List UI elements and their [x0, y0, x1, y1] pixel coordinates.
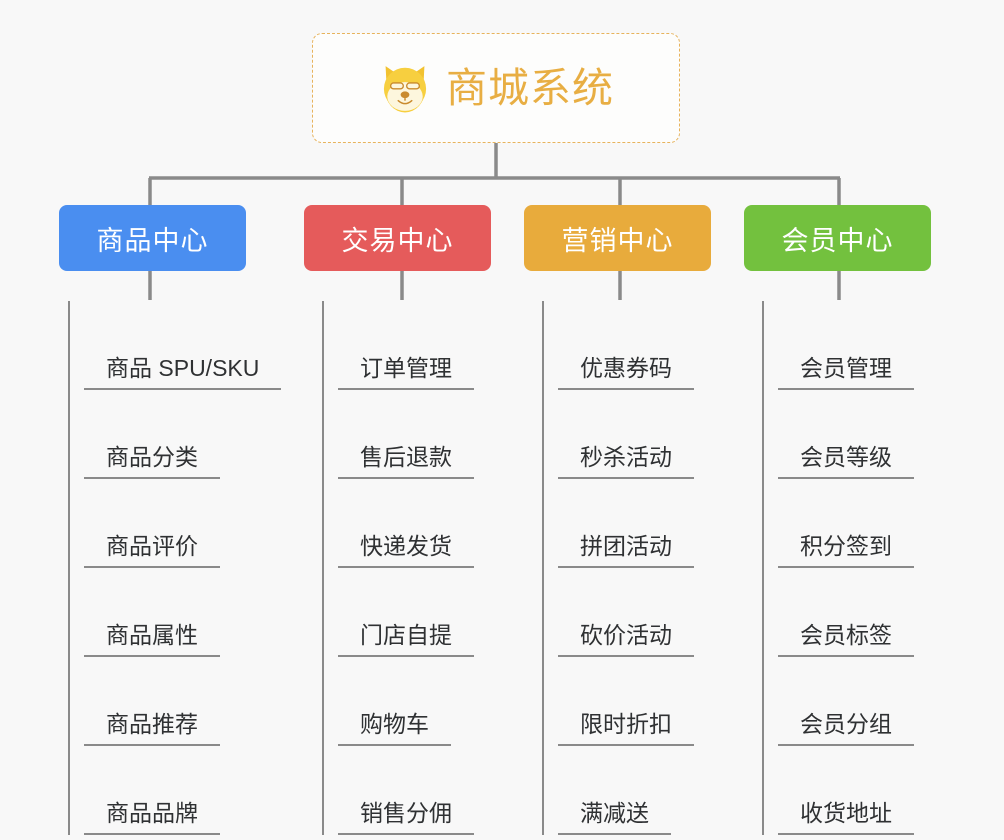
leaf-label: 订单管理 [338, 355, 474, 390]
leaf-label: 商品品牌 [84, 800, 220, 835]
leaf-label: 商品评价 [84, 533, 220, 568]
trunk-line [68, 301, 70, 835]
leaf-list-member: 会员管理 会员等级 积分签到 会员标签 会员分组 收货地址 [762, 301, 941, 835]
leaf-label: 优惠券码 [558, 355, 694, 390]
leaf-label: 购物车 [338, 711, 451, 746]
category-header-member[interactable]: 会员中心 [744, 205, 931, 271]
leaf-item[interactable]: 拼团活动 [544, 479, 721, 568]
branch-column-marketing: 营销中心 优惠券码 秒杀活动 拼团活动 砍价活动 限时折扣 满减送 [501, 205, 721, 835]
leaf-item[interactable]: 会员管理 [764, 301, 941, 390]
leaf-item[interactable]: 秒杀活动 [544, 390, 721, 479]
leaf-item[interactable]: 商品品牌 [70, 746, 261, 835]
trunk-line [762, 301, 764, 835]
leaf-label: 砍价活动 [558, 622, 694, 657]
leaf-label: 商品推荐 [84, 711, 220, 746]
category-label: 会员中心 [781, 225, 894, 256]
category-label: 交易中心 [341, 225, 454, 256]
leaf-label: 售后退款 [338, 444, 474, 479]
leaf-item[interactable]: 商品分类 [70, 390, 261, 479]
leaf-label: 销售分佣 [338, 800, 474, 835]
category-label: 营销中心 [561, 225, 674, 256]
leaf-label: 满减送 [558, 800, 671, 835]
leaf-item[interactable]: 商品 SPU/SKU [70, 301, 282, 390]
leaf-item[interactable]: 售后退款 [324, 390, 501, 479]
branch-column-member: 会员中心 会员管理 会员等级 积分签到 会员标签 会员分组 收货地址 [721, 205, 941, 835]
category-header-product[interactable]: 商品中心 [59, 205, 246, 271]
leaf-item[interactable]: 购物车 [324, 657, 501, 746]
leaf-label: 会员分组 [778, 711, 914, 746]
leaf-item[interactable]: 商品推荐 [70, 657, 261, 746]
leaf-label: 会员等级 [778, 444, 914, 479]
leaf-label: 积分签到 [778, 533, 914, 568]
leaf-item[interactable]: 门店自提 [324, 568, 501, 657]
category-header-trade[interactable]: 交易中心 [304, 205, 491, 271]
category-label: 商品中心 [96, 225, 209, 256]
branch-column-product: 商品中心 商品 SPU/SKU 商品分类 商品评价 商品属性 商品推荐 商品品牌 [41, 205, 282, 835]
leaf-item[interactable]: 收货地址 [764, 746, 941, 835]
leaf-list-trade: 订单管理 售后退款 快递发货 门店自提 购物车 销售分佣 [322, 301, 501, 835]
leaf-list-marketing: 优惠券码 秒杀活动 拼团活动 砍价活动 限时折扣 满减送 [542, 301, 721, 835]
category-header-marketing[interactable]: 营销中心 [524, 205, 711, 271]
dog-face-icon [383, 66, 427, 113]
trunk-line [542, 301, 544, 835]
leaf-item[interactable]: 快递发货 [324, 479, 501, 568]
leaf-item[interactable]: 满减送 [544, 746, 721, 835]
leaf-item[interactable]: 优惠券码 [544, 301, 721, 390]
root-title: 商城系统 [446, 64, 614, 111]
leaf-item[interactable]: 砍价活动 [544, 568, 721, 657]
leaf-label: 收货地址 [778, 800, 914, 835]
leaf-item[interactable]: 销售分佣 [324, 746, 501, 835]
leaf-item[interactable]: 积分签到 [764, 479, 941, 568]
leaf-label: 商品分类 [84, 444, 220, 479]
leaf-item[interactable]: 商品评价 [70, 479, 261, 568]
leaf-item[interactable]: 商品属性 [70, 568, 261, 657]
branch-column-trade: 交易中心 订单管理 售后退款 快递发货 门店自提 购物车 销售分佣 [281, 205, 501, 835]
leaf-item[interactable]: 限时折扣 [544, 657, 721, 746]
leaf-label: 门店自提 [338, 622, 474, 657]
leaf-item[interactable]: 订单管理 [324, 301, 501, 390]
leaf-label: 会员管理 [778, 355, 914, 390]
leaf-item[interactable]: 会员标签 [764, 568, 941, 657]
leaf-label: 秒杀活动 [558, 444, 694, 479]
leaf-item[interactable]: 会员分组 [764, 657, 941, 746]
leaf-label: 商品 SPU/SKU [84, 355, 282, 390]
root-node[interactable]: 商城系统 [312, 33, 680, 143]
leaf-label: 快递发货 [338, 533, 474, 568]
leaf-label: 商品属性 [84, 622, 220, 657]
leaf-item[interactable]: 会员等级 [764, 390, 941, 479]
leaf-list-product: 商品 SPU/SKU 商品分类 商品评价 商品属性 商品推荐 商品品牌 [68, 301, 282, 835]
leaf-label: 限时折扣 [558, 711, 694, 746]
trunk-line [322, 301, 324, 835]
leaf-label: 拼团活动 [558, 533, 694, 568]
leaf-label: 会员标签 [778, 622, 914, 657]
